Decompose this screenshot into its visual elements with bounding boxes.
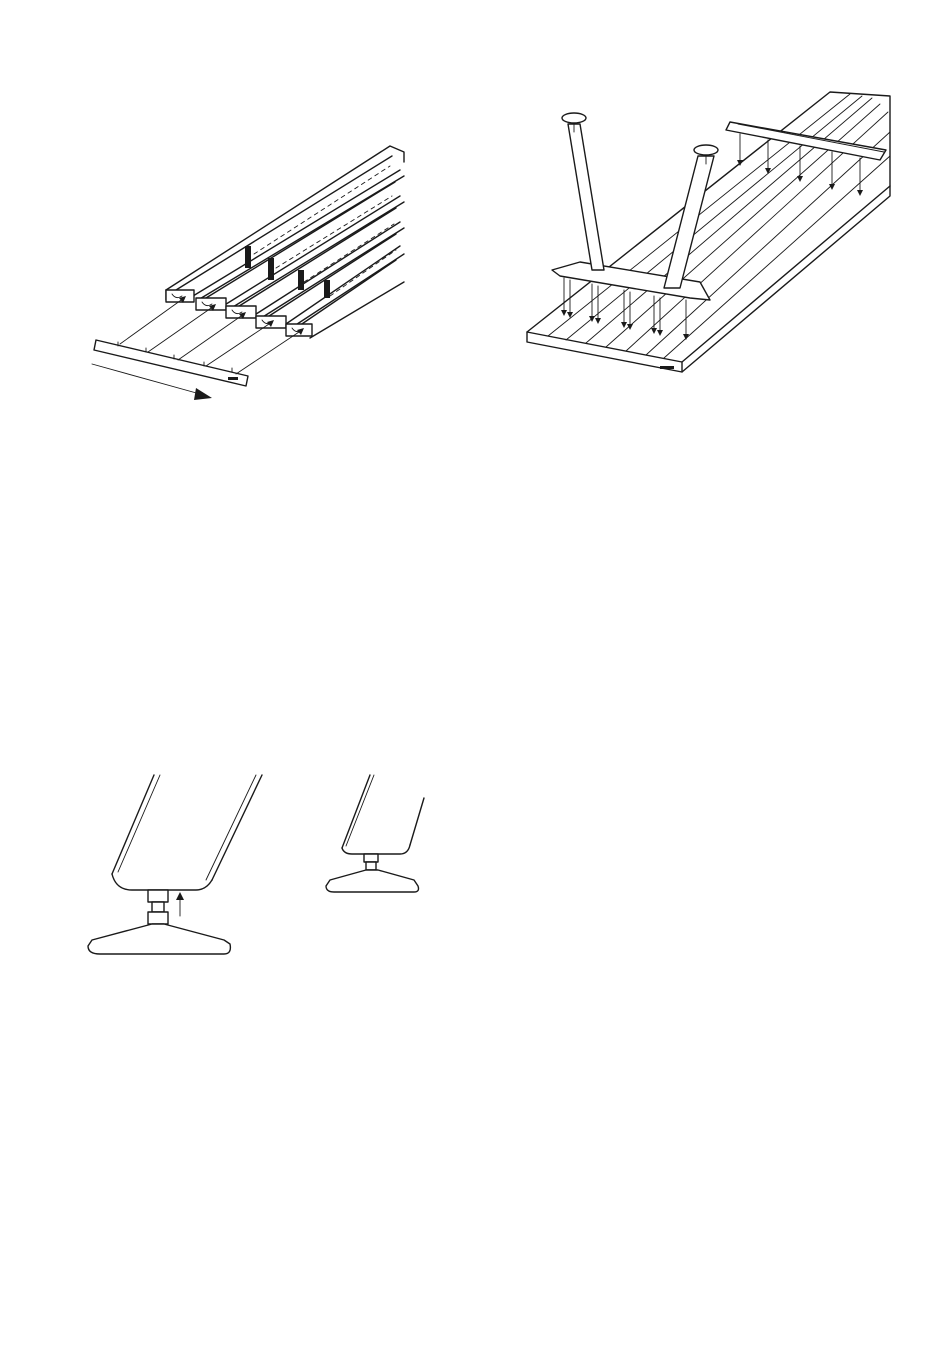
end-cap-assembly-figure (80, 140, 410, 410)
clips (245, 246, 330, 298)
adjusting-screw (148, 890, 168, 924)
slats (166, 146, 404, 338)
foot-screw-adjustment-figure (84, 770, 266, 960)
foot-pad (326, 870, 419, 892)
leg-tube (342, 775, 424, 854)
adjusting-screw (364, 854, 378, 870)
leg-tube (112, 775, 262, 890)
arrow-up-icon (176, 892, 184, 916)
frame-and-crossbar-assembly-figure (520, 85, 900, 390)
foot-pad (88, 924, 230, 954)
end-cap (94, 340, 248, 386)
foot-screw-fitted-figure (322, 770, 428, 900)
